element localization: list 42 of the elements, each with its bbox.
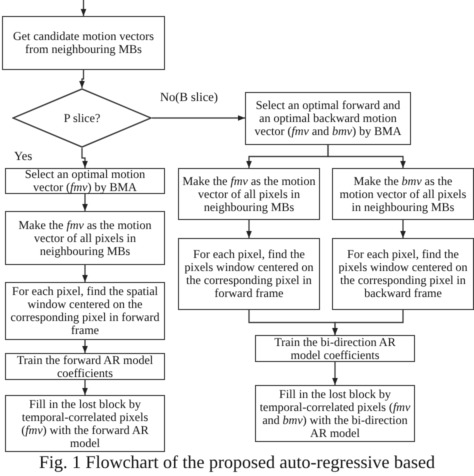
arrow	[82, 265, 88, 282]
process-box	[178, 168, 320, 220]
node-text: Select an optimal forward and an optimal backward motion vector (fmv and bmv) by BMA	[254, 99, 402, 138]
arrow	[80, 0, 86, 16]
process-box	[5, 211, 165, 265]
arrow	[82, 380, 88, 395]
node-text: Train the forward AR model coefficients	[16, 354, 154, 380]
node-text: P slice?	[64, 112, 100, 124]
process-box	[245, 92, 411, 145]
arrow	[246, 220, 252, 238]
node-text: Make the fmv as the motion vector of all pixels in neighbouring MBs	[18, 218, 152, 258]
arrow	[327, 145, 406, 168]
arrow	[152, 115, 245, 121]
node-text: Train the bi-direction AR model coefficients	[273, 336, 397, 362]
process-box	[5, 168, 165, 194]
arrow	[332, 310, 404, 335]
arrow	[79, 70, 85, 88]
edge-label: No(B slice)	[160, 91, 218, 104]
decision-diamond	[12, 88, 152, 148]
node-text: Get candidate motion vectors from neighbouring MBs	[12, 30, 155, 56]
arrow	[82, 340, 88, 353]
process-box	[332, 168, 474, 220]
process-box	[255, 335, 415, 362]
node-text: For each pixel, find the pixels window centered on the corresponding pixel in backward frame	[338, 248, 468, 300]
process-box	[5, 353, 165, 380]
process-box	[332, 238, 474, 310]
node-text: Make the bmv as the motion vector of all pixels in neighbouring MBs	[338, 174, 468, 214]
process-box	[5, 395, 165, 452]
node-text: Make the fmv as the motion vector of all pixels in neighbouring MBs	[182, 174, 316, 214]
node-text: Fill in the lost block by temporal-correlated pixels (fmv) with the forward AR model	[20, 398, 150, 450]
edge-label: Yes	[14, 150, 32, 163]
arrow	[82, 194, 88, 211]
arrow	[332, 362, 338, 385]
node-text: For each pixel, find the spatial window centered on the corresponding pixel in forward frame	[10, 285, 160, 337]
arrow	[81, 148, 88, 168]
process-box	[2, 16, 165, 70]
figure-caption: Fig. 1 Flowchart of the proposed auto-regressive based	[38, 452, 436, 473]
process-box	[178, 238, 320, 310]
node-text: Select an optimal motion vector (fmv) by BMA	[24, 168, 146, 194]
arrow	[400, 220, 406, 238]
node-text: For each pixel, find the pixels window centered on the corresponding pixel in forward frame	[184, 248, 314, 300]
node-text: Fill in the lost block by temporal-correlated pixels (fmv and bmv) with the bi-direction AR model	[259, 388, 411, 440]
